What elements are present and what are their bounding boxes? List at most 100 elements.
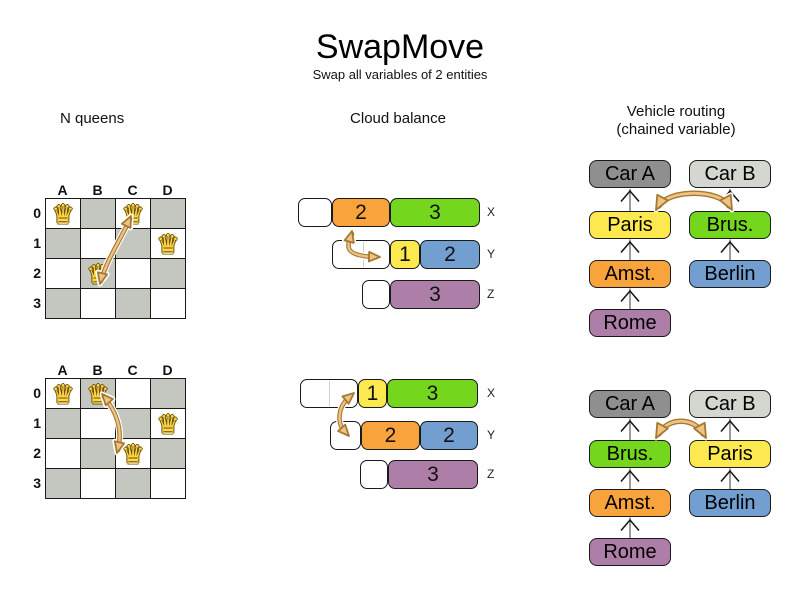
cloud-segment-empty	[298, 198, 332, 227]
cloud-segment-empty	[362, 280, 390, 309]
vrp-header-line1: Vehicle routing	[626, 103, 726, 120]
board-cell	[46, 229, 81, 259]
page-title: SwapMove	[315, 28, 485, 66]
cloud-bar-x-before: 2 3	[298, 198, 480, 227]
cloud-segment: 3	[390, 198, 480, 227]
vrp-node-city: Rome	[589, 309, 671, 337]
cloud-segment: 2	[420, 421, 478, 450]
swap-arrow	[653, 416, 709, 441]
cloud-row-label: Z	[487, 287, 495, 301]
board-cell	[46, 259, 81, 289]
board-cell	[46, 439, 81, 469]
board-cell	[116, 289, 151, 319]
board-cell	[116, 469, 151, 499]
vrp-node-car-b: Car B	[689, 160, 771, 188]
board-cell	[81, 289, 116, 319]
col-label: B	[92, 182, 103, 198]
cloud-bar-x-after: 1 3	[300, 379, 478, 408]
col-label: D	[162, 362, 173, 378]
board-cell	[116, 229, 151, 259]
row-label: 2	[33, 265, 41, 281]
row-label: 1	[33, 235, 41, 251]
cloud-segment-empty	[360, 460, 388, 489]
swap-arrow	[653, 188, 735, 213]
vrp-node-car-a: Car A	[589, 390, 671, 418]
board-cell	[81, 409, 116, 439]
row-label: 3	[33, 295, 41, 311]
board-cell: ♛	[116, 439, 151, 469]
vrp-node-car-a: Car A	[589, 160, 671, 188]
slot-divider	[329, 381, 330, 406]
board-cell: ♛	[116, 199, 151, 229]
cloud-segment: 2	[420, 240, 480, 269]
cloud-row-label: Y	[487, 428, 496, 442]
cloud-bar-z-after: 3	[360, 460, 478, 489]
vrp-node-car-b: Car B	[689, 390, 771, 418]
vrp-node-city: Brus.	[689, 211, 771, 239]
vrp-node-city: Berlin	[689, 489, 771, 517]
board-cell	[81, 229, 116, 259]
col-label: C	[127, 362, 138, 378]
cloud-segment: 1	[358, 379, 387, 408]
board-cell	[151, 199, 186, 229]
cloud-segment-empty	[332, 240, 390, 269]
cloud-segment: 2	[332, 198, 390, 227]
vrp-node-city: Paris	[589, 211, 671, 239]
cloud-segment: 3	[390, 280, 480, 309]
board-cell: ♛	[46, 379, 81, 409]
cloud-row-label: Z	[487, 467, 495, 481]
cloud-segment: 3	[388, 460, 478, 489]
cloud-bar-y-after: 2 2	[330, 421, 478, 450]
vrp-node-city: Brus.	[589, 440, 671, 468]
cloud-segment: 3	[387, 379, 478, 408]
vrp-header-line2: (chained variable)	[616, 121, 736, 138]
board-cell	[81, 199, 116, 229]
board-cell: ♛	[81, 259, 116, 289]
slot-divider	[363, 242, 364, 267]
cloud-row-label: Y	[487, 247, 496, 261]
cloud-bar-z-before: 3	[362, 280, 480, 309]
board-cell	[46, 289, 81, 319]
vrp-node-city: Amst.	[589, 260, 671, 288]
column-header-vrp: Vehicle routing (chained variable)	[586, 103, 766, 139]
board-cell	[81, 469, 116, 499]
board-cell	[151, 289, 186, 319]
board-cell	[116, 409, 151, 439]
page-subtitle: Swap all variables of 2 entities	[312, 67, 488, 82]
board-cell	[46, 409, 81, 439]
column-header-nqueens: N queens	[60, 110, 125, 127]
col-label: D	[162, 182, 173, 198]
cloud-segment-empty	[330, 421, 361, 450]
board-cell	[81, 439, 116, 469]
row-label: 2	[33, 445, 41, 461]
board-cell	[151, 439, 186, 469]
chessboard: ♛ ♛ ♛ ♛	[45, 378, 186, 499]
cloud-row-label: X	[487, 386, 496, 400]
row-label: 0	[33, 385, 41, 401]
board-cell	[116, 379, 151, 409]
col-label: A	[57, 362, 68, 378]
row-label: 3	[33, 475, 41, 491]
vrp-node-city: Amst.	[589, 489, 671, 517]
cloud-segment: 1	[390, 240, 420, 269]
board-cell: ♛	[81, 379, 116, 409]
chain-arrow	[620, 418, 740, 538]
col-label: A	[57, 182, 68, 198]
cloud-row-label: X	[487, 205, 496, 219]
board-cell	[151, 379, 186, 409]
board-cell: ♛	[151, 409, 186, 439]
board-cell	[46, 469, 81, 499]
board-cell	[151, 469, 186, 499]
vrp-node-city: Paris	[689, 440, 771, 468]
col-label: C	[127, 182, 138, 198]
board-cell: ♛	[151, 229, 186, 259]
vrp-node-city: Rome	[589, 538, 671, 566]
nqueens-board-after: A B C D 0 1 2 3 ♛ ♛ ♛ ♛	[30, 363, 200, 513]
chain-arrow	[620, 189, 740, 309]
board-cell	[151, 259, 186, 289]
vrp-node-city: Berlin	[689, 260, 771, 288]
board-cell: ♛	[46, 199, 81, 229]
row-label: 1	[33, 415, 41, 431]
cloud-bar-y-before: 1 2	[332, 240, 480, 269]
